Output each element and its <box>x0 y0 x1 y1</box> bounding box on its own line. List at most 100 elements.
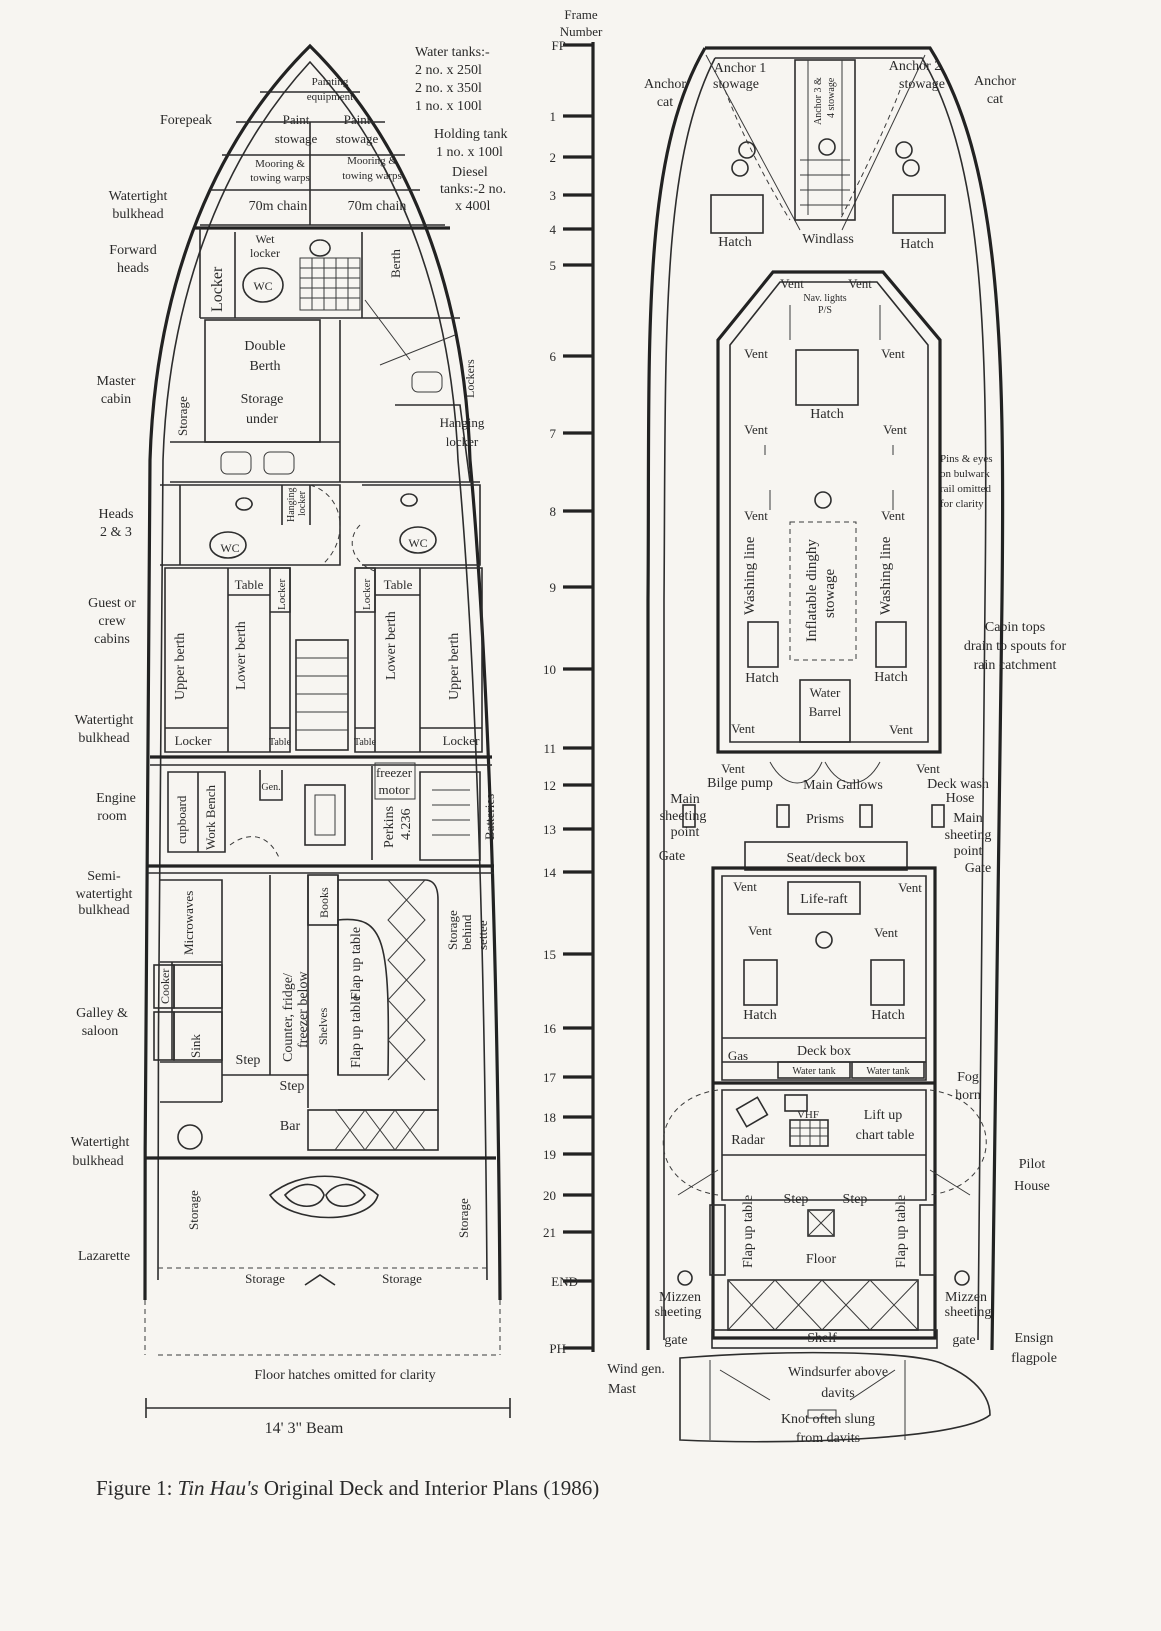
label-lift-up-2: chart table <box>856 1128 915 1143</box>
deck-plan <box>645 46 1005 1443</box>
label-step-pilot-right: Step <box>843 1192 868 1207</box>
label-guest-c: cabins <box>94 632 130 647</box>
frame-tick-label: 6 <box>550 349 557 364</box>
label-hatch-right-mid: Hatch <box>874 670 907 685</box>
label-windsurfer-2: davits <box>821 1386 854 1401</box>
label-flap-up-table-left: Flap up table <box>741 1195 756 1268</box>
label-life-raft: Life-raft <box>800 892 848 907</box>
label-anchor-cat-right-1: Anchor <box>974 74 1016 89</box>
label-anchor34-2: 4 stowage <box>826 77 837 118</box>
heads-2-3-walls <box>160 484 481 566</box>
label-watertight-3a: Watertight <box>71 1135 130 1150</box>
label-table-small-left: Table <box>269 737 292 748</box>
life-raft <box>787 881 861 915</box>
label-anchor-cat-right-2: cat <box>987 92 1003 107</box>
label-vent-8: Vent <box>881 508 905 523</box>
label-vent-9: Vent <box>731 721 755 736</box>
frame-tick-label: 5 <box>550 258 557 273</box>
label-paint-b2: stowage <box>336 131 379 146</box>
dinette-seat <box>337 918 390 1076</box>
forward-hatch-left <box>710 194 764 234</box>
label-water-tanks: Water tanks:- <box>415 45 490 60</box>
label-vent-2: Vent <box>848 276 872 291</box>
bar-counter <box>307 1109 439 1151</box>
label-locker-bottom-left: Locker <box>175 733 212 748</box>
frame-tick-label: 14 <box>543 865 557 880</box>
engine-block <box>304 784 346 846</box>
label-wet-1: Wet <box>255 232 275 246</box>
label-painting-1: Painting <box>312 76 349 88</box>
label-floor-note: Floor hatches omitted for clarity <box>254 1368 435 1383</box>
interior-labels: Forepeak Watertight bulkhead Forward hea… <box>71 45 508 1437</box>
label-hanging-1: Hanging <box>440 415 485 430</box>
frame-tick-label: 8 <box>550 504 557 519</box>
label-diesel-3: x 400l <box>455 199 491 214</box>
deck-hull-outline <box>645 46 1005 1351</box>
label-storage-lazarette-left: Storage <box>186 1190 201 1230</box>
label-lower-berth-left: Lower berth <box>234 621 249 690</box>
label-master-b: cabin <box>101 392 131 407</box>
aft-hatch-right <box>870 959 905 1006</box>
label-wind-gen-1: Wind gen. <box>607 1362 665 1377</box>
label-freezer-1: freezer <box>376 765 413 780</box>
frame-tick-label: 17 <box>543 1070 557 1085</box>
companion-stairs <box>295 639 349 751</box>
label-vent-13: Vent <box>733 879 757 894</box>
label-pins-2: on bulwark <box>940 468 990 480</box>
label-water-barrel-1: Water <box>810 685 841 700</box>
label-anchor1-2: stowage <box>713 77 759 92</box>
label-wet-2: locker <box>250 246 280 260</box>
label-gate-left: Gate <box>659 849 685 864</box>
interior-hull-outline <box>143 43 502 1301</box>
label-paint-a1: Paint <box>283 112 310 127</box>
cabin-top-hatch <box>795 349 859 406</box>
label-vhf: VHF <box>797 1109 819 1121</box>
label-knot-1: Knot often slung <box>781 1412 875 1427</box>
master-cabin-walls <box>170 320 480 483</box>
label-storage-master: Storage <box>175 396 190 436</box>
label-mooring-a1: Mooring & <box>255 158 305 170</box>
label-storage-behind-1: Storage <box>445 910 460 950</box>
label-vent-3: Vent <box>744 346 768 361</box>
frame-scale: FP123456789101112131415161718192021ENDPH… <box>543 7 603 1356</box>
label-hatch-fwd-left: Hatch <box>718 235 751 250</box>
label-locker-v-right: Locker <box>361 579 373 610</box>
label-vent-5: Vent <box>744 422 768 437</box>
label-hatch-aft-right: Hatch <box>871 1008 904 1023</box>
label-main-sheet-left-1: Main <box>670 792 700 807</box>
basin-forward <box>309 239 331 257</box>
label-storage-lazarette-right: Storage <box>456 1198 471 1238</box>
label-water-barrel-2: Barrel <box>809 704 842 719</box>
label-paint-a2: stowage <box>275 131 318 146</box>
caption-vessel-name: Tin Hau's <box>177 1476 259 1500</box>
label-forepeak: Forepeak <box>160 113 212 128</box>
label-main-sheet-left-2: sheeting <box>660 809 707 824</box>
frame-tick-label: 2 <box>550 150 557 165</box>
label-storage-aft-right: Storage <box>382 1271 422 1286</box>
label-holding-1: Holding tank <box>434 127 508 142</box>
label-washing-line-left: Washing line <box>742 536 758 615</box>
label-master-a: Master <box>97 374 136 389</box>
label-engine-b: room <box>97 809 127 824</box>
label-hanging-small-2: locker <box>297 490 308 516</box>
deck-labels: Anchor cat Anchor cat Anchor 1 stowage A… <box>607 59 1066 1446</box>
label-water-1: 2 no. x 250l <box>415 63 482 78</box>
label-cabin-tops-1: Cabin tops <box>985 620 1045 635</box>
label-freezer-2: motor <box>378 782 410 797</box>
label-counter-1: Counter, fridge/ <box>281 973 296 1062</box>
label-diesel-1: Diesel <box>452 165 488 180</box>
deck-hull-inner <box>662 57 987 1341</box>
label-hatch-fwd-right: Hatch <box>900 237 933 252</box>
wc-3 <box>399 526 437 554</box>
label-cooker: Cooker <box>158 969 172 1004</box>
label-lazarette: Lazarette <box>78 1249 130 1264</box>
forward-hatch-right <box>892 194 946 234</box>
label-fog-2: horn <box>955 1088 981 1103</box>
label-anchor1-1: Anchor 1 <box>714 61 767 76</box>
label-paint-b1: Paint <box>344 112 371 127</box>
label-chain-a: 70m chain <box>249 199 308 214</box>
label-locker-v-left: Locker <box>276 579 288 610</box>
label-work-bench: Work Bench <box>203 784 218 850</box>
anchor-cat-left <box>738 141 756 159</box>
label-pilot-1: Pilot <box>1019 1157 1046 1172</box>
